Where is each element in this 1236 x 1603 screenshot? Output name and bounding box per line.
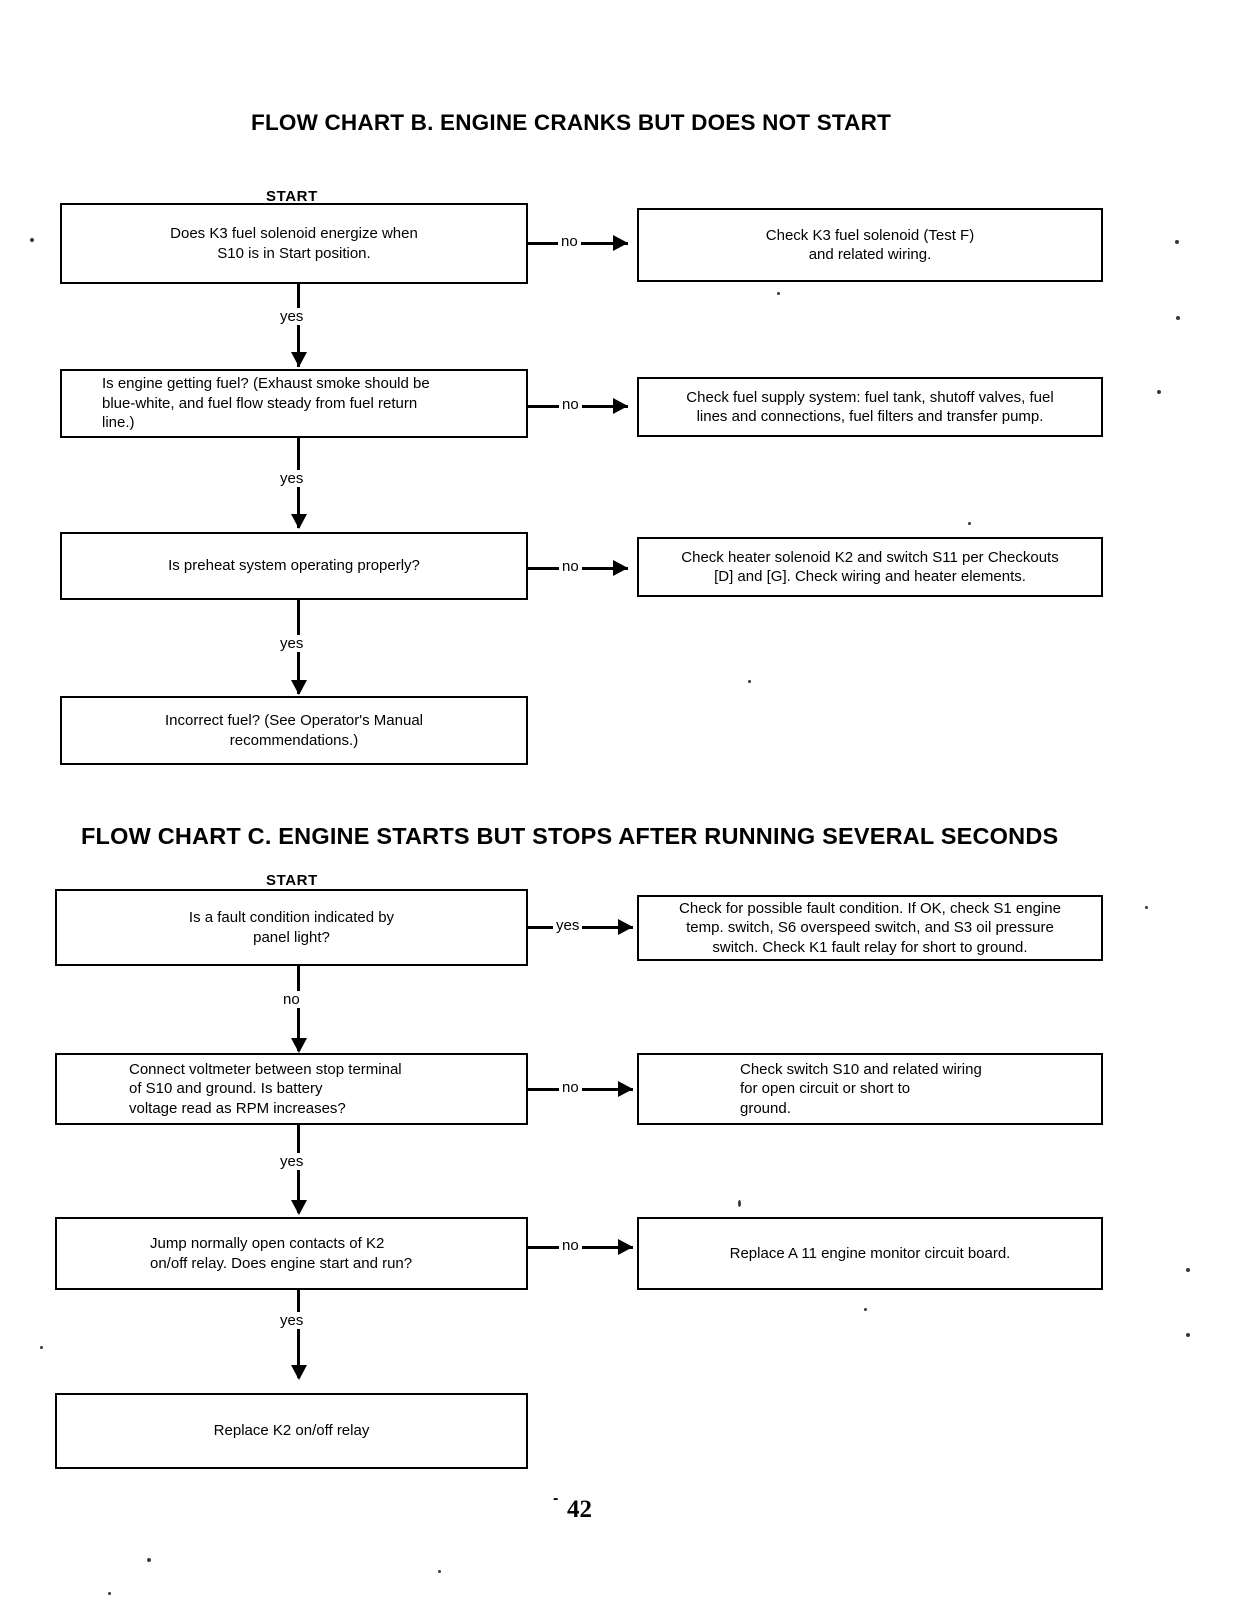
flow-chart-c-step-2-branch-label: no (559, 1079, 582, 1096)
scan-speck (147, 1558, 151, 1562)
flow-chart-b-step-3-question: Is preheat system operating properly? (168, 557, 420, 575)
flow-chart-c-step-3-question-box[interactable]: Jump normally open contacts of K2 on/off… (55, 1217, 528, 1290)
flow-chart-c-step-3-continue-arrow (291, 1365, 307, 1380)
flow-chart-b-step-2-question-box[interactable]: Is engine getting fuel? (Exhaust smoke s… (60, 369, 528, 438)
flow-chart-b-step-1-question-box[interactable]: Does K3 fuel solenoid energize when S10 … (60, 203, 528, 284)
flow-chart-b-step-3-action: Check heater solenoid K2 and switch S11 … (681, 548, 1059, 586)
flow-chart-c-step-3-action-box[interactable]: Replace A 11 engine monitor circuit boar… (637, 1217, 1103, 1290)
flow-chart-c-step-1-question: Is a fault condition indicated by panel … (188, 909, 395, 946)
flow-chart-b-step-3-branch-arrow (613, 560, 628, 576)
scan-speck (1186, 1268, 1190, 1272)
scan-speck (438, 1570, 441, 1573)
flow-chart-b-step-2-branch-arrow (613, 398, 628, 414)
flow-chart-c-step-1-continue-line (297, 966, 300, 1051)
flow-chart-c-step-1-question-box[interactable]: Is a fault condition indicated by panel … (55, 889, 528, 966)
page-number-mark: - (553, 1490, 559, 1507)
flow-chart-b-step-1-branch-arrow (613, 235, 628, 251)
flow-chart-c-step-1-action-box[interactable]: Check for possible fault condition. If O… (637, 895, 1103, 961)
scan-speck (1186, 1333, 1190, 1337)
flow-chart-b-step-1-continue-label: yes (277, 308, 307, 325)
flow-chart-b-step-2-continue-arrow (291, 514, 307, 529)
flow-chart-c-title: FLOW CHART C. ENGINE STARTS BUT STOPS AF… (81, 823, 1059, 849)
flow-chart-c-step-1-action: Check for possible fault condition. If O… (679, 899, 1061, 956)
scan-speck (1175, 240, 1179, 244)
scan-speck (777, 292, 780, 295)
flow-chart-c-step-2-action: Check switch S10 and related wiring for … (740, 1060, 982, 1117)
flow-chart-b-step-1-branch-label: no (558, 233, 581, 250)
scan-speck (108, 1592, 111, 1595)
flow-chart-b-step-3-continue-label: yes (277, 635, 307, 652)
flow-chart-c-step-2-branch-arrow (618, 1081, 633, 1097)
flow-chart-b-step-3-question-box[interactable]: Is preheat system operating properly? (60, 532, 528, 600)
flow-chart-b-step-2-action-box[interactable]: Check fuel supply system: fuel tank, shu… (637, 377, 1103, 437)
flow-chart-c-step-2-continue-label: yes (277, 1153, 307, 1170)
flow-chart-b-terminal: Incorrect fuel? (See Operator's Manual r… (165, 712, 423, 749)
flow-chart-b-step-3-action-box[interactable]: Check heater solenoid K2 and switch S11 … (637, 537, 1103, 597)
flow-chart-c-step-2-question-box[interactable]: Connect voltmeter between stop terminal … (55, 1053, 528, 1125)
flow-chart-c-step-3-action: Replace A 11 engine monitor circuit boar… (729, 1244, 1011, 1262)
flow-chart-c-step-3-question: Jump normally open contacts of K2 on/off… (150, 1235, 413, 1272)
scan-speck (738, 1200, 741, 1207)
scan-speck (1145, 906, 1148, 909)
flow-chart-b-step-3-branch-label: no (559, 558, 582, 575)
flow-chart-b-step-3-continue-arrow (291, 680, 307, 695)
flow-chart-b-step-2-action: Check fuel supply system: fuel tank, shu… (686, 388, 1054, 426)
flow-chart-b-step-1-action-box[interactable]: Check K3 fuel solenoid (Test F) and rela… (637, 208, 1103, 282)
scan-speck (30, 238, 34, 242)
flow-chart-c-step-3-continue-label: yes (277, 1312, 307, 1329)
flow-chart-b-step-2-question: Is engine getting fuel? (Exhaust smoke s… (102, 375, 430, 432)
flow-chart-c-step-1-continue-arrow (291, 1038, 307, 1053)
flow-chart-c-step-1-continue-label: no (280, 991, 303, 1008)
flow-chart-b-step-1-action: Check K3 fuel solenoid (Test F) and rela… (765, 226, 975, 264)
scan-speck (748, 680, 751, 683)
scan-speck (968, 522, 971, 525)
flow-chart-b-step-1-continue-arrow (291, 352, 307, 367)
scan-speck (1176, 316, 1180, 320)
flow-chart-c-terminal: Replace K2 on/off relay (213, 1422, 370, 1440)
flow-chart-c-step-2-action-box[interactable]: Check switch S10 and related wiring for … (637, 1053, 1103, 1125)
flow-chart-c-step-2-question: Connect voltmeter between stop terminal … (129, 1060, 402, 1117)
flow-chart-c-terminal-box[interactable]: Replace K2 on/off relay (55, 1393, 528, 1469)
flow-chart-b-step-1-question: Does K3 fuel solenoid energize when S10 … (170, 225, 418, 262)
flow-chart-c-step-1-branch-label: yes (553, 917, 583, 934)
scan-speck (40, 1346, 43, 1349)
scan-speck (864, 1308, 867, 1311)
scan-speck (1157, 390, 1161, 394)
flow-chart-b-start-label: START (266, 188, 318, 205)
flow-chart-c-step-3-branch-arrow (618, 1239, 633, 1255)
flow-chart-c-step-2-continue-arrow (291, 1200, 307, 1215)
flow-chart-b-step-2-branch-label: no (559, 396, 582, 413)
flow-chart-c-step-1-branch-arrow (618, 919, 633, 935)
flow-chart-c-step-3-continue-line (297, 1290, 300, 1378)
flow-chart-b-title: FLOW CHART B. ENGINE CRANKS BUT DOES NOT… (251, 110, 892, 135)
flow-chart-c-step-3-branch-label: no (559, 1237, 582, 1254)
page-number: 42 (567, 1496, 592, 1523)
flow-chart-b-step-1-continue-line (297, 284, 300, 367)
flow-chart-b-terminal-box[interactable]: Incorrect fuel? (See Operator's Manual r… (60, 696, 528, 765)
flow-chart-b-step-2-continue-label: yes (277, 470, 307, 487)
flow-chart-c-start-label: START (266, 872, 318, 889)
